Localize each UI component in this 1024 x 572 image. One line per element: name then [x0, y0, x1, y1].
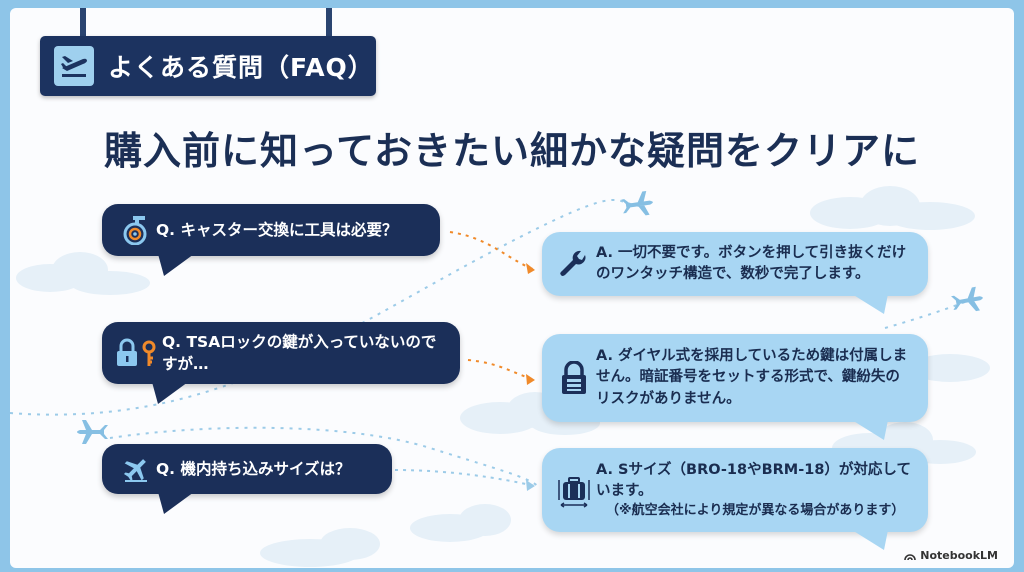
faq-sign: よくある質問（FAQ） [40, 36, 376, 96]
sign-hanger-right [326, 8, 332, 38]
page-headline: 購入前に知っておきたい細かな疑問をクリアに [104, 129, 920, 173]
wrench-icon [552, 249, 596, 279]
airplane-icon [116, 455, 156, 483]
notebooklm-brand: NotebookLM [904, 549, 998, 562]
combination-lock-icon [552, 361, 596, 395]
question-bubble-1: Q. キャスター交換に工具は必要？ [102, 204, 440, 256]
brand-label: NotebookLM [920, 549, 998, 562]
answer-note-3: （※航空会社により規定が異なる場合があります） [606, 502, 905, 518]
connector-3 [394, 469, 536, 487]
answer-text-3: A. Sサイズ（BRO-18やBRM-18）が対応しています。 （※航空会社によ… [596, 460, 914, 521]
flight-path [10, 199, 641, 416]
answer-bubble-2: A. ダイヤル式を採用しているため鍵は付属しません。暗証番号をセットする形式で、… [542, 334, 928, 422]
question-text-1: Q. キャスター交換に工具は必要？ [156, 220, 398, 239]
bubble-tail [158, 492, 194, 514]
bubble-tail [852, 294, 888, 314]
caster-wheel-icon [116, 215, 156, 245]
connector-2 [467, 359, 536, 381]
sign-hanger-left [80, 8, 86, 38]
bubble-tail [152, 382, 188, 404]
answer-bubble-3: A. Sサイズ（BRO-18やBRM-18）が対応しています。 （※航空会社によ… [542, 448, 928, 532]
bubble-tail [158, 254, 194, 276]
answer-text-2: A. ダイヤル式を採用しているため鍵は付属しません。暗証番号をセットする形式で、… [596, 348, 908, 407]
notebooklm-logo-icon [904, 553, 917, 560]
question-bubble-3: Q. 機内持ち込みサイズは？ [102, 444, 392, 494]
airplane-departure-icon [54, 46, 94, 86]
question-text-3: Q. 機内持ち込みサイズは？ [156, 459, 351, 478]
question-bubble-2: Q. TSAロックの鍵が入っていないのですが… [102, 322, 460, 384]
plane-decoration [77, 191, 983, 444]
answer-text-1: A. 一切不要です。ボタンを押して引き抜くだけのワンタッチ構造で、数秒で完了しま… [596, 244, 907, 282]
bubble-tail [852, 420, 888, 440]
bubble-tail [852, 530, 888, 550]
faq-title: よくある質問（FAQ） [108, 53, 374, 82]
connector-1 [449, 231, 536, 271]
lock-and-key-icon [112, 338, 162, 368]
question-text-2: Q. TSAロックの鍵が入っていないのですが… [162, 332, 437, 373]
faq-slide: よくある質問（FAQ） 購入前に知っておきたい細かな疑問をクリアに Q. キャス… [10, 8, 1014, 568]
answer-bubble-1: A. 一切不要です。ボタンを押して引き抜くだけのワンタッチ構造で、数秒で完了しま… [542, 232, 928, 296]
suitcase-size-icon [552, 472, 596, 508]
answer-main-3: A. Sサイズ（BRO-18やBRM-18）が対応しています。 [596, 461, 911, 499]
